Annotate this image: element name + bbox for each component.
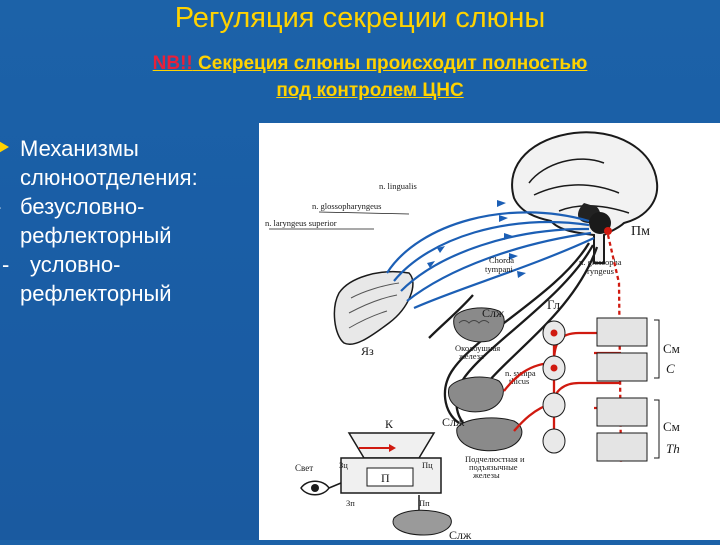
label-podch-2: подъязычные (469, 462, 518, 472)
label-n-glossopha-2: ryngeus (587, 266, 614, 276)
label-pm: Пм (631, 224, 650, 239)
nerve-labels: n. lingualis n. glossopharyngeus n. lary… (265, 181, 622, 276)
bullet-text: Механизмы (20, 136, 139, 161)
label-k: К (385, 417, 394, 431)
ganglia-chain (542, 320, 566, 454)
middle-gland: n. sympa thicus (448, 368, 536, 413)
parotid-gland: Слж Околоушная железа (453, 306, 505, 361)
slide-subtitle: NB!! Секреция слюны происходит полностью… (30, 50, 710, 104)
dash-marker: - (2, 252, 10, 277)
nb-mark: NB!! (152, 53, 193, 74)
slide-title: Регуляция секреции слюны (174, 2, 546, 34)
label-leaders (269, 211, 410, 230)
bullet-text: рефлекторный (20, 223, 172, 248)
tongue-illustration: Яз (333, 271, 414, 358)
bullet-item-unconditioned: - безусловно- рефлекторный (0, 192, 255, 250)
label-chorda-2: tympani (485, 264, 513, 274)
label-sm2: См (663, 419, 680, 434)
label-sm1: См (663, 341, 680, 356)
dash-marker: - (0, 192, 1, 221)
arrow-bullet-icon (0, 141, 9, 153)
label-gl: Гл (547, 297, 561, 312)
subtitle-line2: под контролем ЦНС (276, 80, 464, 101)
salivary-regulation-diagram: Пм Яз n. lingualis n. glossopharyngeus n… (259, 123, 720, 542)
bullet-item-conditioned: - условно- рефлекторный (0, 250, 255, 308)
eye-icon: Свет (295, 463, 342, 496)
label-p: П (381, 471, 390, 485)
spinal-brackets (654, 319, 660, 459)
bullet-text: безусловно- (20, 194, 145, 219)
afferent-nerves (386, 211, 595, 310)
label-podch-3: железы (472, 470, 500, 480)
label-okolo-1: Околоушная (455, 343, 500, 353)
cortex-box: К П Зц Пц Зп Пп (339, 417, 442, 508)
label-n-glossopharyngeus: n. glossopharyngeus (312, 201, 381, 211)
ganglia-dots (550, 329, 558, 372)
label-pp: Пп (419, 498, 430, 508)
bullet-text: слюноотделения: (20, 165, 198, 190)
diagram-svg: Пм Яз n. lingualis n. glossopharyngeus n… (265, 131, 680, 542)
label-svet: Свет (295, 463, 313, 473)
subtitle-line1: Секреция слюны происходит полностью (192, 53, 588, 74)
label-chorda-1: Chorda (489, 255, 514, 265)
label-slzh-bottom: Слж (449, 528, 472, 540)
label-zp: Зп (346, 498, 355, 508)
afferent-arrowheads (427, 200, 526, 278)
label-n-glossopha-1: n. glossopha (579, 257, 622, 267)
bottom-gland: Слж (392, 495, 472, 542)
label-yaz: Яз (361, 344, 374, 358)
label-n-laryngeus: n. laryngeus superior (265, 218, 337, 228)
label-c: С (666, 361, 675, 376)
label-n-lingualis: n. lingualis (379, 181, 417, 191)
label-slzh-mid: Слж (442, 415, 465, 429)
medulla-node: Пм (589, 212, 650, 239)
bullet-item-mechanisms: Механизмы слюноотделения: (0, 134, 255, 192)
label-n-sympa-2: thicus (509, 376, 529, 386)
bullet-text: условно- (30, 252, 121, 277)
label-slzh-top: Слж (482, 306, 505, 320)
label-podch-1: Подчелюстная и (465, 454, 525, 464)
spinal-labels: См С См Th (663, 341, 680, 456)
bullet-list: Механизмы слюноотделения: - безусловно- … (0, 134, 255, 308)
label-zts: Зц (339, 460, 348, 470)
label-okolo-2: железа (458, 351, 484, 361)
label-pts: Пц (422, 460, 433, 470)
label-th: Th (666, 441, 680, 456)
bullet-text: рефлекторный (20, 281, 172, 306)
spinal-segments (596, 317, 648, 462)
submandibular-gland: Слж Подчелюстная и подъязычные железы (442, 415, 525, 480)
